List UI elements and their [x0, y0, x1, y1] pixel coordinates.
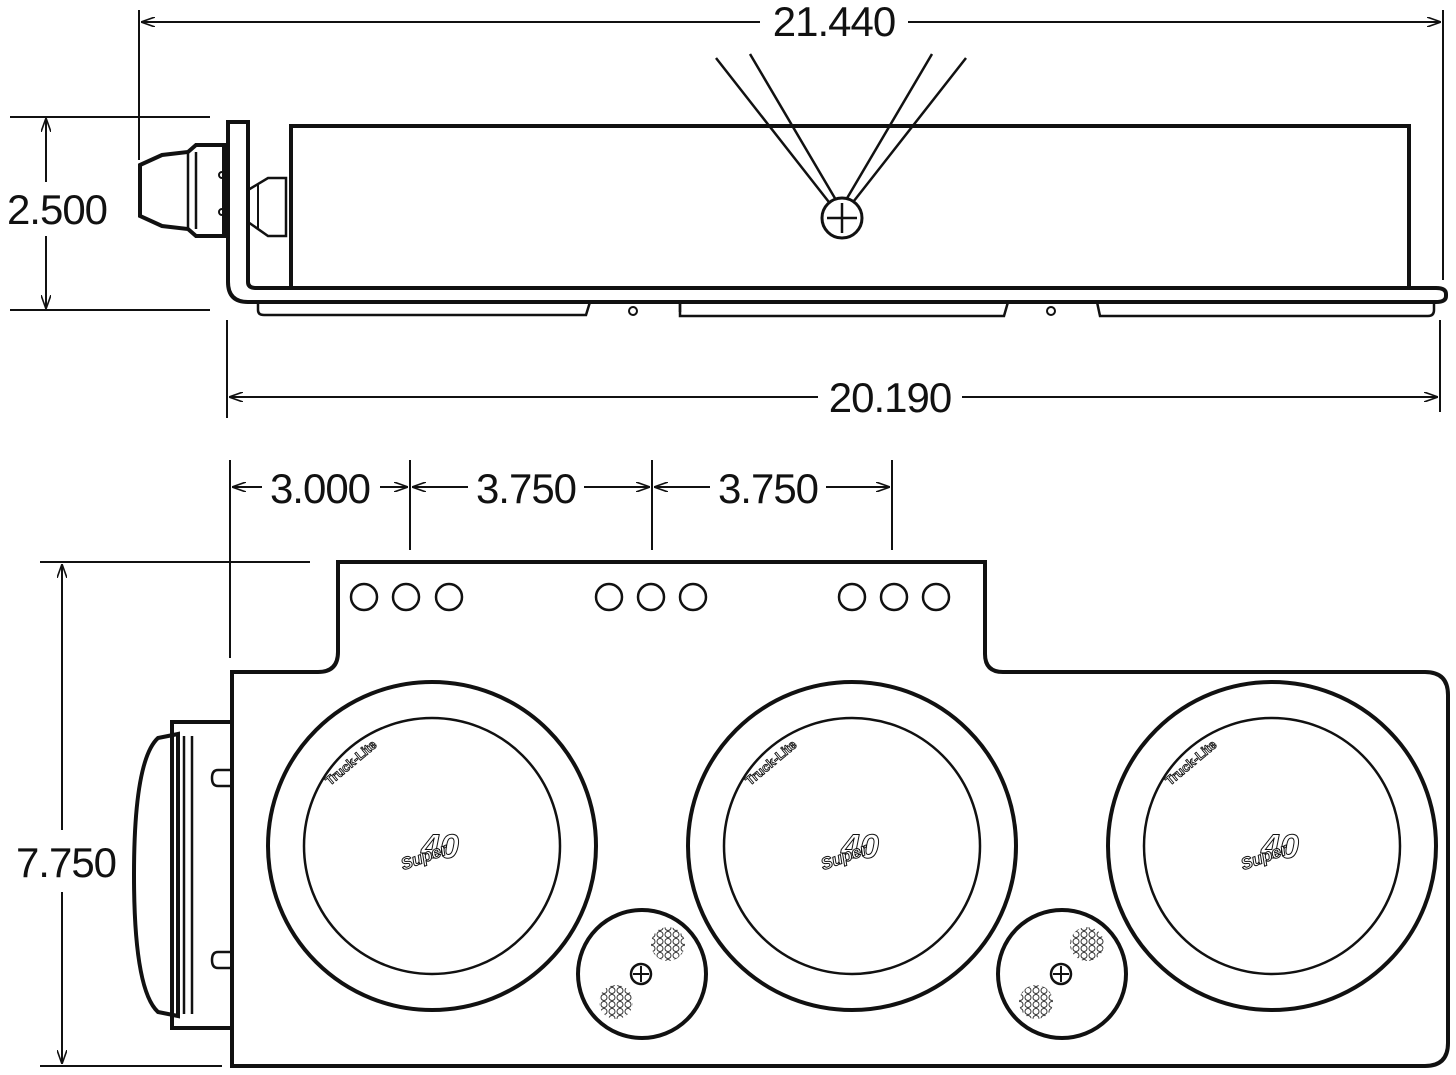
- reflector-left: [576, 908, 708, 1040]
- reflector-honeycomb-icon: [1070, 927, 1104, 961]
- mounting-hole-icon: [391, 582, 421, 612]
- lamp-right: Truck-Lite 40 Super: [1106, 680, 1438, 1012]
- dimension-label-spacing-second: 3.750: [476, 465, 576, 512]
- mounting-bracket: [226, 120, 1448, 304]
- reflector-honeycomb-icon: [599, 985, 633, 1019]
- mounting-hole-icon: [594, 582, 624, 612]
- dimension-label-offset-first: 3.000: [270, 465, 370, 512]
- reflector-honeycomb-icon: [1019, 985, 1053, 1019]
- dimension-label-overall-height: 7.750: [16, 839, 116, 886]
- dimension-overall-length: 21.440: [142, 0, 1440, 45]
- connector-plug-front: [131, 720, 232, 1030]
- dimension-label-height: 2.500: [7, 186, 107, 233]
- connector-plug-side: [138, 143, 288, 238]
- lamp-center: Truck-Lite 40 Super: [686, 680, 1018, 1012]
- reflector-right: [996, 908, 1128, 1040]
- mounting-holes: [349, 582, 951, 612]
- housing-outline: [230, 560, 1450, 1068]
- mounting-hole-icon: [349, 582, 379, 612]
- screw-head-icon: [715, 53, 967, 240]
- dimension-label-body-length: 20.190: [829, 374, 951, 421]
- lamp-model-number: 40: [420, 828, 459, 866]
- lamp-brand-logo: Truck-Lite: [1162, 737, 1219, 788]
- dimension-overall-height: 7.750: [16, 565, 117, 1063]
- dimension-spacing-third: 3.750: [655, 465, 889, 512]
- dimension-offset-first: 3.000: [233, 465, 407, 512]
- front-view: 3.000 3.750 3.750 7.750: [16, 460, 1450, 1068]
- lamp-left: Truck-Lite 40 Super: [266, 680, 598, 1012]
- side-view: 21.440 2.500 20.190: [7, 0, 1448, 421]
- mounting-hole-icon: [879, 582, 909, 612]
- mounting-hole-icon: [837, 582, 867, 612]
- mounting-hole-icon: [434, 582, 464, 612]
- mounting-hole-icon: [678, 582, 708, 612]
- screw-head-icon: [1049, 962, 1073, 986]
- lamp-brand-logo: Truck-Lite: [322, 737, 379, 788]
- mounting-hole-icon: [636, 582, 666, 612]
- screw-head-icon: [629, 962, 653, 986]
- dimension-height: 2.500: [7, 119, 108, 308]
- dimension-body-length: 20.190: [230, 374, 1437, 421]
- lamp-model-number: 40: [1260, 828, 1299, 866]
- dimension-spacing-second: 3.750: [413, 465, 649, 512]
- dimension-label-spacing-third: 3.750: [718, 465, 818, 512]
- mounting-hole-icon: [921, 582, 951, 612]
- reflector-honeycomb-icon: [651, 927, 685, 961]
- lamp-model-number: 40: [840, 828, 879, 866]
- lamp-brand-logo: Truck-Lite: [742, 737, 799, 788]
- dimension-label-overall-length: 21.440: [773, 0, 895, 45]
